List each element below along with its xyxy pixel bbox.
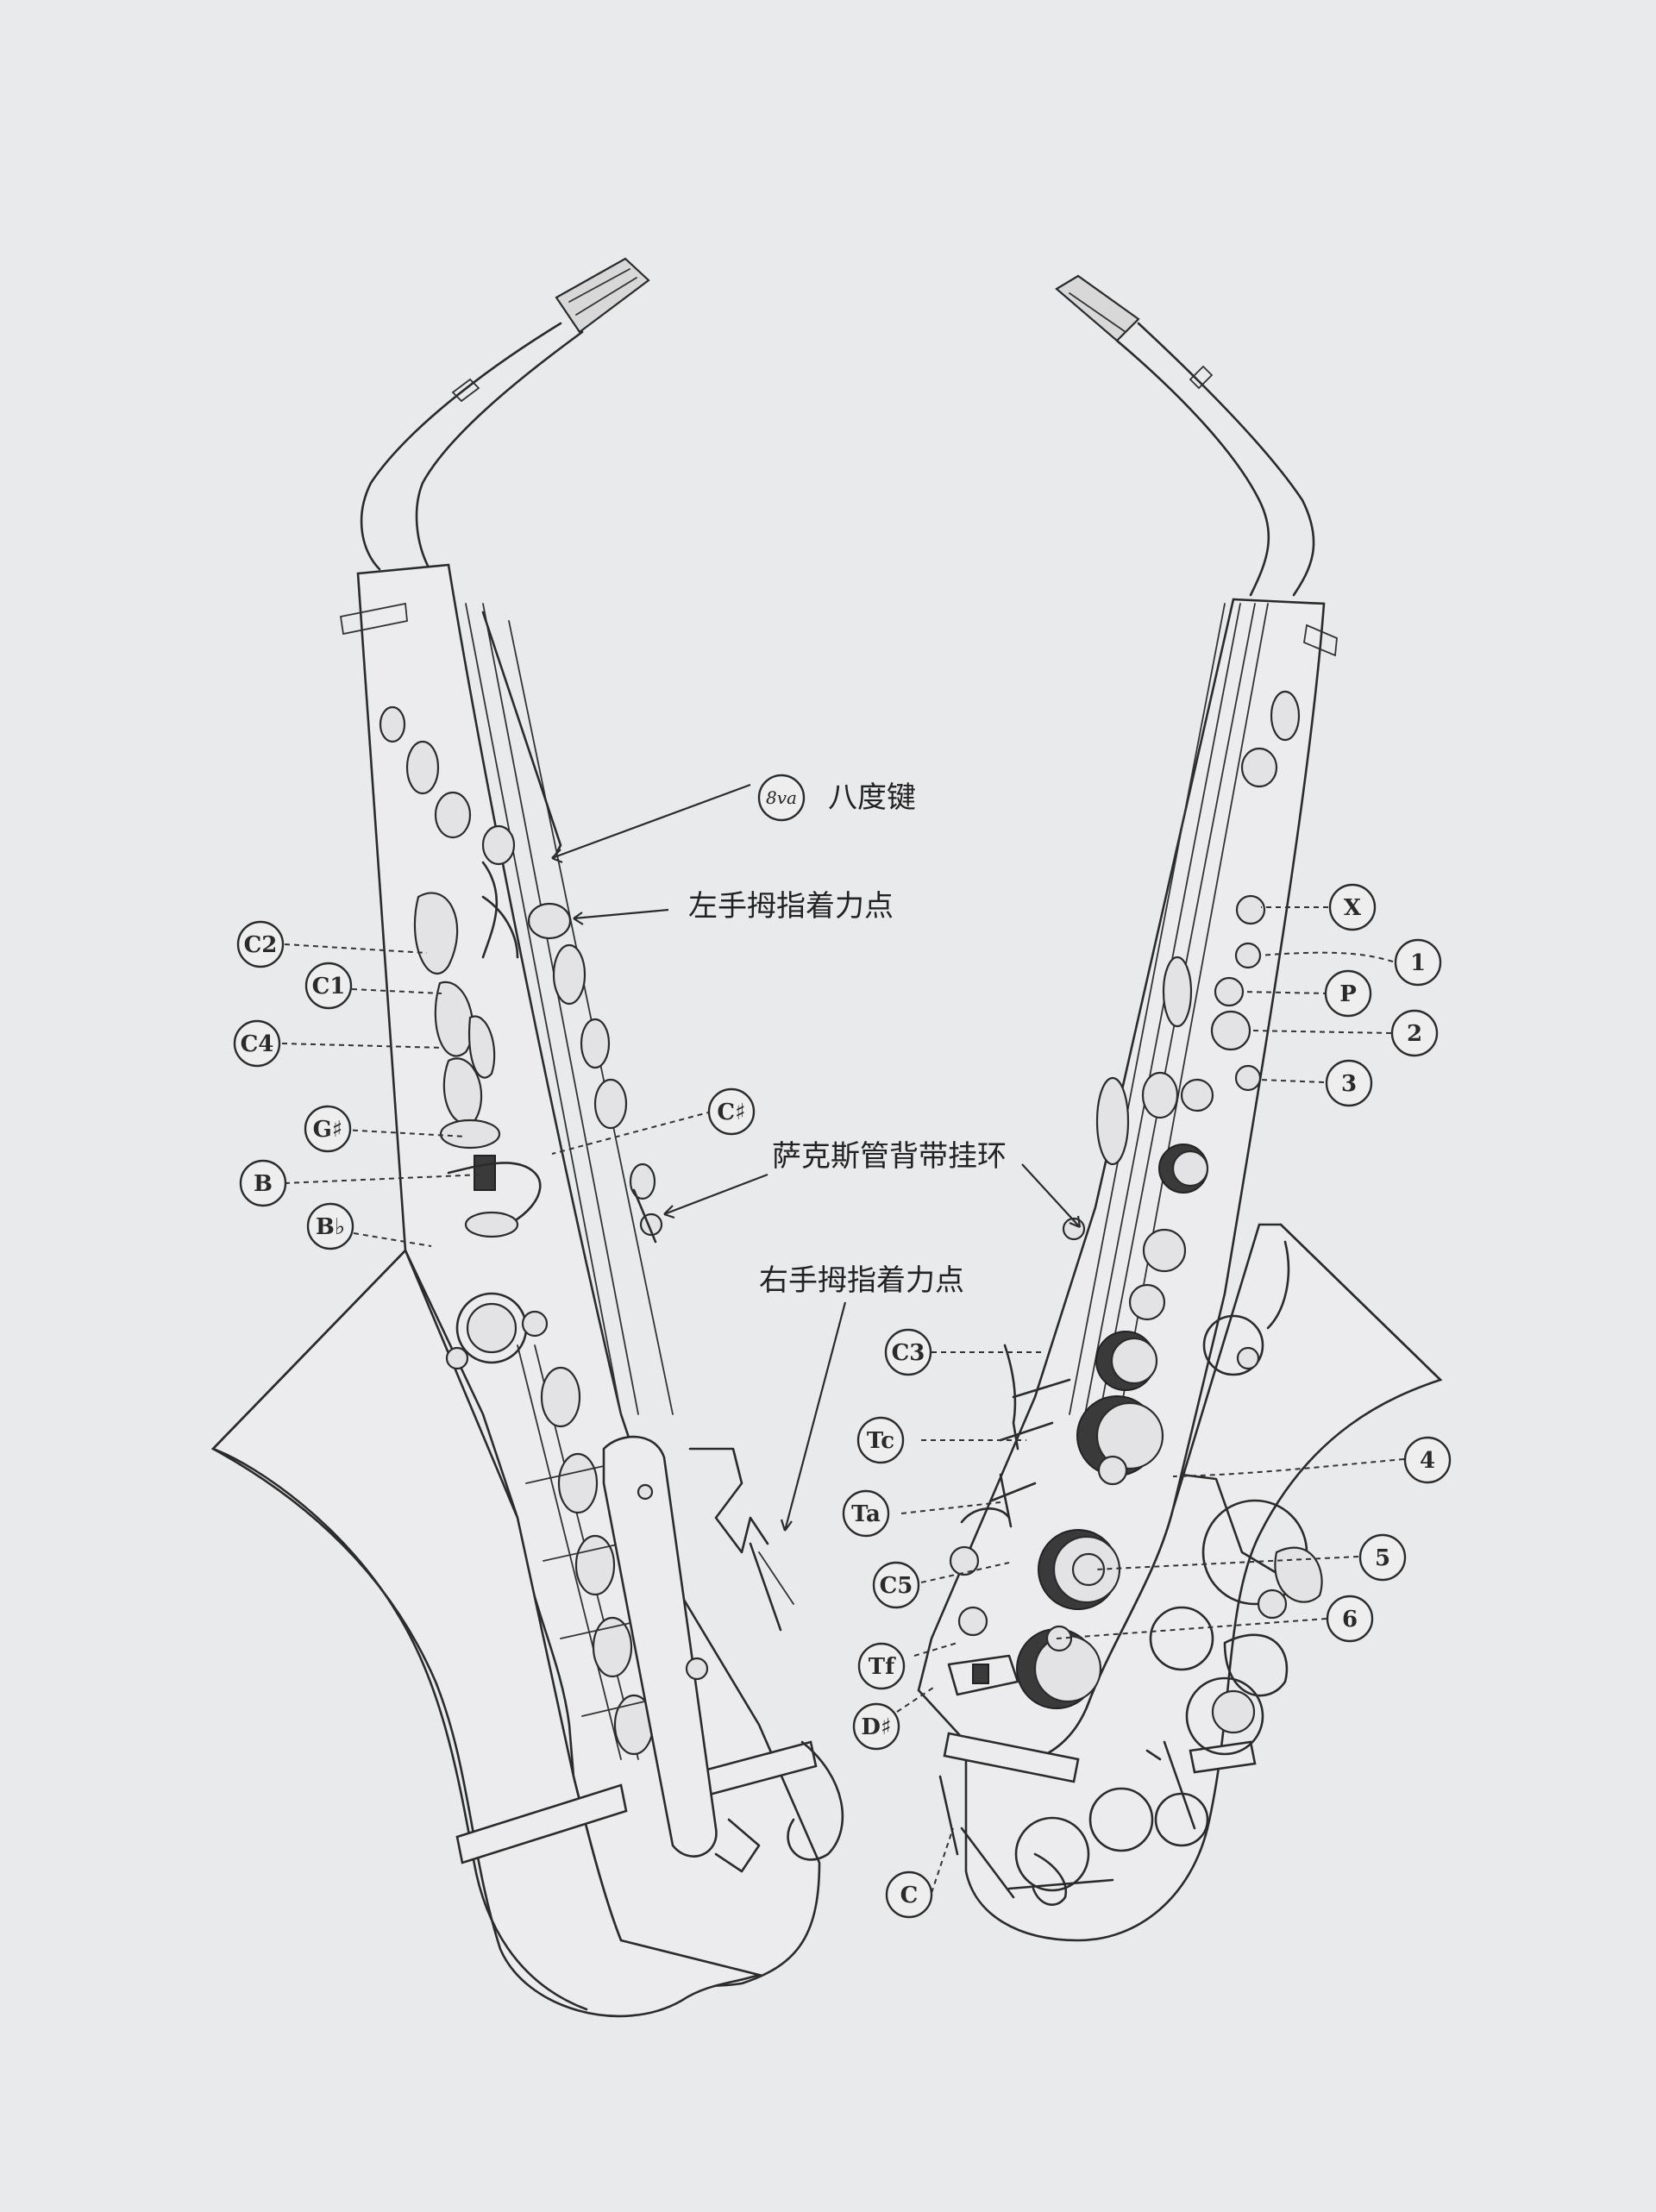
badge-tc-label: Tc <box>867 1428 894 1454</box>
badge-p: P <box>1324 969 1372 1018</box>
badge-2: 2 <box>1390 1009 1439 1057</box>
badge-2-label: 2 <box>1407 1021 1422 1047</box>
strap-ring-label: 萨克斯管背带挂环 <box>772 1139 1007 1174</box>
right-saxophone <box>917 274 1443 1942</box>
badge-c2-label: C2 <box>244 932 278 958</box>
badge-b-flat-label: B♭ <box>316 1214 345 1240</box>
badge-5: 5 <box>1358 1533 1407 1582</box>
badge-g-sharp-label: G♯ <box>313 1117 343 1143</box>
badge-c4: C4 <box>233 1019 281 1068</box>
badge-c1: C1 <box>304 962 353 1010</box>
left-cork <box>555 257 650 334</box>
left-body-tube <box>356 563 821 1987</box>
badge-ta-label: Ta <box>851 1501 881 1527</box>
badge-5-label: 5 <box>1375 1545 1390 1571</box>
badge-b-flat: B♭ <box>306 1202 354 1250</box>
left-neck <box>360 322 562 571</box>
badge-tc: Tc <box>856 1416 905 1464</box>
badge-tf-label: Tf <box>869 1654 896 1680</box>
badge-c3: C3 <box>884 1328 932 1376</box>
badge-c-sharp: C♯ <box>707 1087 756 1136</box>
badge-c5: C5 <box>872 1561 920 1609</box>
badge-d-sharp: D♯ <box>852 1702 900 1751</box>
badge-b: B <box>239 1159 287 1207</box>
badge-4-label: 4 <box>1420 1448 1435 1474</box>
octave-key-badge <box>757 774 806 822</box>
right-bow-guard <box>943 1732 1080 1783</box>
leader-lines <box>281 783 1405 1894</box>
badge-x: X <box>1328 883 1377 931</box>
right-thumb-rest-label: 右手拇指着力点 <box>759 1263 964 1298</box>
badge-ta: Ta <box>842 1489 890 1538</box>
right-cork <box>1055 274 1140 342</box>
octave-key-symbol: 8va <box>766 787 797 808</box>
badge-d-sharp-label: D♯ <box>861 1714 891 1740</box>
badge-3-label: 3 <box>1341 1071 1357 1097</box>
badge-1-label: 1 <box>1410 950 1426 976</box>
badge-6: 6 <box>1326 1595 1374 1643</box>
badge-c4-label: C4 <box>241 1031 274 1057</box>
badge-1: 1 <box>1394 938 1442 987</box>
badge-b-label: B <box>254 1171 273 1197</box>
right-neck <box>1115 339 1270 597</box>
badge-3: 3 <box>1325 1059 1373 1107</box>
badge-c5-label: C5 <box>880 1573 913 1599</box>
badge-c-sharp-label: C♯ <box>717 1100 745 1125</box>
badge-4: 4 <box>1403 1436 1452 1484</box>
badge-g-sharp: G♯ <box>304 1105 352 1153</box>
left-thumb-rest-label: 左手拇指着力点 <box>688 889 894 924</box>
badge-c2: C2 <box>236 920 285 968</box>
badge-c3-label: C3 <box>892 1340 925 1366</box>
badge-p-label: P <box>1339 981 1357 1007</box>
callout-octave-key: 8va 八度键 <box>757 774 916 822</box>
badge-x-label: X <box>1344 895 1362 921</box>
octave-key-label: 八度键 <box>828 780 916 815</box>
badge-6-label: 6 <box>1342 1607 1358 1632</box>
left-bow-guard <box>455 1783 628 1864</box>
badge-c1-label: C1 <box>312 974 346 999</box>
badge-c-label: C <box>900 1883 919 1908</box>
badge-tf: Tf <box>857 1642 906 1690</box>
left-saxophone <box>210 257 844 2018</box>
badge-c: C <box>885 1870 933 1919</box>
right-bell <box>964 1223 1443 1942</box>
left-thumb-rest <box>527 902 572 940</box>
